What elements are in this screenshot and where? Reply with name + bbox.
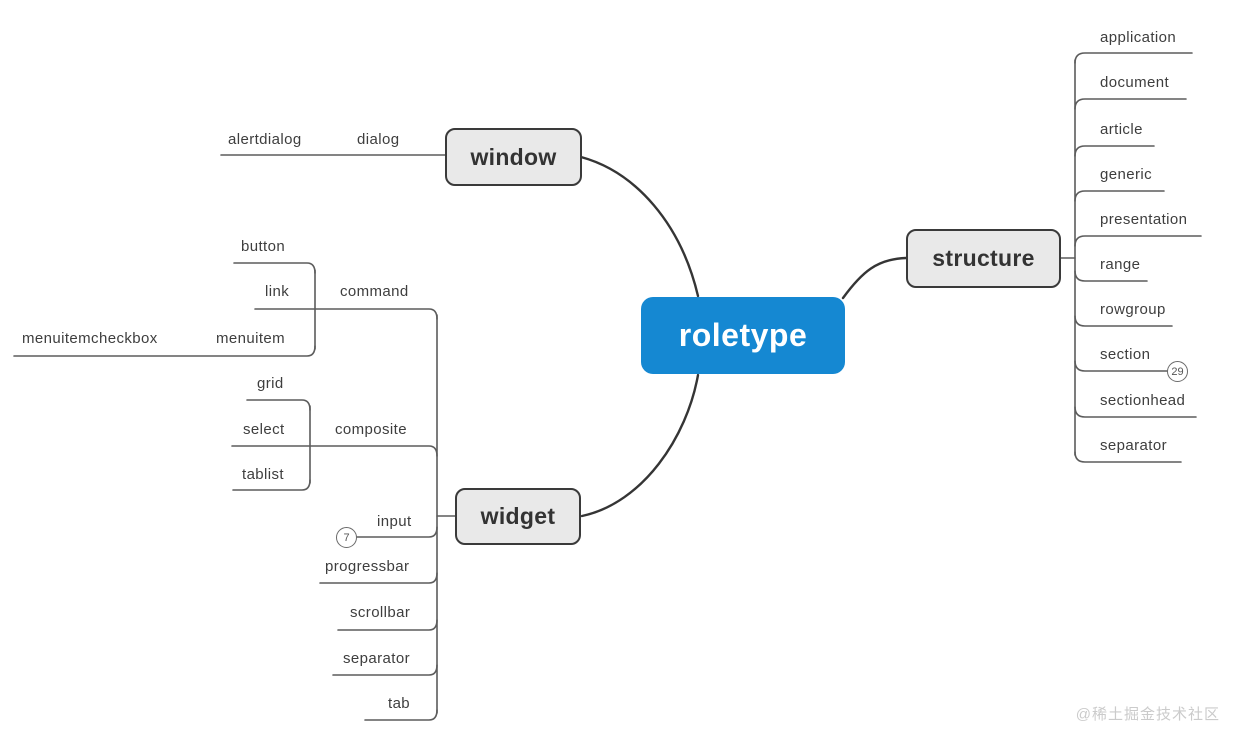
- topic-select[interactable]: select: [243, 421, 285, 438]
- collapsed-count-badge-section[interactable]: 29: [1167, 361, 1188, 382]
- topic-tab[interactable]: tab: [388, 695, 411, 712]
- topic-alertdialog[interactable]: alertdialog: [228, 131, 302, 148]
- node-roletype[interactable]: roletype: [641, 297, 845, 374]
- node-structure[interactable]: structure: [906, 229, 1061, 288]
- topic-application[interactable]: application: [1100, 29, 1177, 46]
- edge-root-widget: [580, 373, 700, 518]
- topic-menuitem[interactable]: menuitem: [216, 330, 286, 347]
- topic-rowgroup[interactable]: rowgroup: [1100, 301, 1166, 318]
- line-section: [1074, 360, 1168, 372]
- line-range: [1074, 270, 1148, 282]
- line-rowgroup: [1074, 315, 1173, 327]
- line-input: [356, 526, 438, 538]
- line-generic: [1074, 190, 1165, 202]
- line-grid: [246, 399, 311, 411]
- topic-scrollbar[interactable]: scrollbar: [350, 604, 411, 621]
- topic-article[interactable]: article: [1100, 121, 1143, 138]
- topic-tablist[interactable]: tablist: [242, 466, 284, 483]
- edge-root-structure: [841, 256, 908, 300]
- topic-dialog[interactable]: dialog: [357, 131, 400, 148]
- topic-input[interactable]: input: [377, 513, 412, 530]
- line-scrollbar: [337, 619, 438, 631]
- topic-separator-widget[interactable]: separator: [343, 650, 410, 667]
- line-progressbar: [319, 572, 438, 584]
- topic-presentation[interactable]: presentation: [1100, 211, 1188, 228]
- line-tab: [364, 709, 438, 721]
- topic-link[interactable]: link: [265, 283, 290, 300]
- line-article: [1074, 145, 1155, 157]
- topic-generic[interactable]: generic: [1100, 166, 1152, 183]
- line-tablist: [232, 479, 311, 491]
- topic-section[interactable]: section: [1100, 346, 1151, 363]
- line-application: [1074, 52, 1193, 64]
- node-widget[interactable]: widget: [455, 488, 581, 545]
- topic-button[interactable]: button: [241, 238, 286, 255]
- node-window[interactable]: window: [445, 128, 582, 186]
- line-composite-select: [231, 445, 438, 457]
- line-button: [233, 262, 316, 274]
- topic-command[interactable]: command: [340, 283, 409, 300]
- edge-root-window: [579, 155, 700, 298]
- topic-document[interactable]: document: [1100, 74, 1170, 91]
- line-presentation: [1074, 235, 1202, 247]
- topic-progressbar[interactable]: progressbar: [325, 558, 410, 575]
- line-menuitem: [13, 345, 316, 357]
- topic-composite[interactable]: composite: [335, 421, 407, 438]
- line-separator-widget: [332, 664, 438, 676]
- line-command-link: [254, 308, 438, 320]
- watermark: @稀土掘金技术社区: [1075, 706, 1220, 723]
- topic-separator-structure[interactable]: separator: [1100, 437, 1167, 454]
- topic-grid[interactable]: grid: [257, 375, 284, 392]
- topic-menuitemcheckbox[interactable]: menuitemcheckbox: [22, 330, 158, 347]
- line-sectionhead: [1074, 406, 1197, 418]
- topic-sectionhead[interactable]: sectionhead: [1100, 392, 1186, 409]
- collapsed-count-badge-input[interactable]: 7: [336, 527, 357, 548]
- line-separator-structure: [1074, 451, 1182, 463]
- line-document: [1074, 98, 1187, 110]
- topic-range[interactable]: range: [1100, 256, 1141, 273]
